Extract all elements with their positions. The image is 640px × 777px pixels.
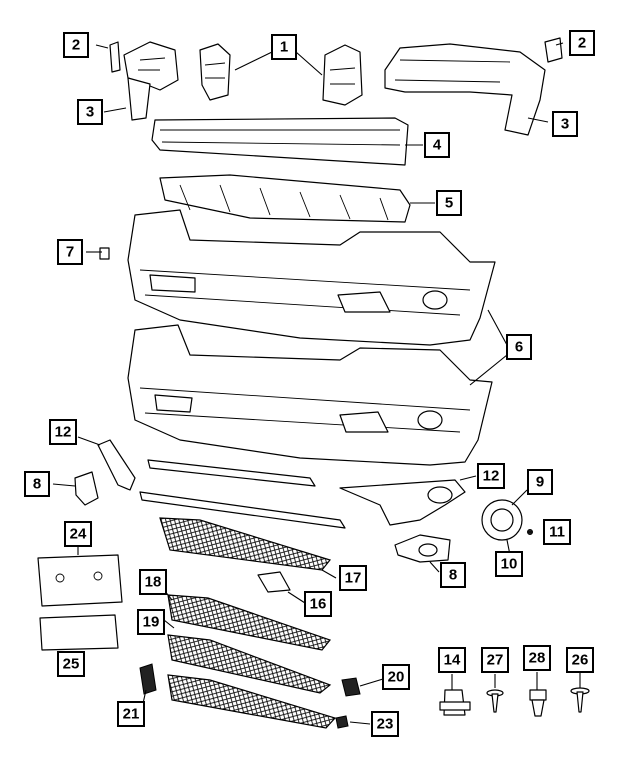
callout-6: 6 bbox=[506, 334, 532, 360]
callout-7-label: 7 bbox=[66, 244, 74, 261]
reinforcement-beam bbox=[151, 117, 409, 166]
callout-3-left-label: 3 bbox=[86, 104, 94, 121]
callout-3-right: 3 bbox=[552, 111, 578, 137]
lower-grille-upper bbox=[159, 517, 332, 571]
callout-2-right: 2 bbox=[569, 30, 595, 56]
push-pin-fastener bbox=[439, 689, 471, 716]
callout-23: 23 bbox=[371, 711, 399, 737]
callout-12-left-label: 12 bbox=[55, 424, 72, 441]
lower-grille-middle bbox=[167, 594, 332, 651]
callout-16-label: 16 bbox=[310, 596, 327, 613]
clip-small bbox=[335, 715, 349, 729]
license-plate-bracket-lower bbox=[39, 614, 119, 651]
callout-26-label: 26 bbox=[572, 652, 589, 669]
callout-11-label: 11 bbox=[549, 524, 565, 541]
bezel-right bbox=[339, 479, 466, 526]
callout-2-left: 2 bbox=[63, 32, 89, 58]
screw-fastener-27 bbox=[486, 689, 504, 713]
upper-trim-strip bbox=[147, 459, 316, 487]
callout-27: 27 bbox=[481, 647, 509, 673]
callout-17-label: 17 bbox=[345, 570, 362, 587]
callout-12-left: 12 bbox=[49, 419, 77, 445]
fog-bezel-right bbox=[394, 534, 451, 563]
callout-20: 20 bbox=[382, 664, 410, 690]
callout-25: 25 bbox=[57, 651, 85, 677]
callout-9-label: 9 bbox=[536, 474, 544, 491]
callout-10: 10 bbox=[495, 551, 523, 577]
callout-18-label: 18 bbox=[145, 574, 162, 591]
callout-2-right-label: 2 bbox=[578, 35, 586, 52]
fog-lamp-bracket bbox=[481, 499, 523, 541]
callout-14-label: 14 bbox=[444, 652, 461, 669]
fog-bezel-small bbox=[257, 571, 291, 593]
callout-12-right: 12 bbox=[477, 463, 505, 489]
callout-20-label: 20 bbox=[388, 669, 405, 686]
callout-16: 16 bbox=[304, 591, 332, 617]
callout-18: 18 bbox=[139, 569, 167, 595]
screw-fastener-26 bbox=[570, 687, 590, 713]
callout-23-label: 23 bbox=[377, 716, 394, 733]
callout-12-right-label: 12 bbox=[483, 468, 500, 485]
lower-grille-lower bbox=[167, 634, 332, 694]
callout-5: 5 bbox=[436, 190, 462, 216]
callout-10-label: 10 bbox=[501, 556, 518, 573]
front-fascia-upper bbox=[99, 209, 496, 346]
callout-4-label: 4 bbox=[433, 137, 442, 154]
lower-grille-bottom bbox=[167, 674, 337, 729]
front-fascia-lower bbox=[127, 324, 493, 466]
tow-hook-cover-right bbox=[341, 677, 361, 697]
bracket-center-left bbox=[199, 43, 231, 101]
callout-9: 9 bbox=[527, 469, 553, 495]
callout-27-label: 27 bbox=[487, 652, 504, 669]
callout-6-label: 6 bbox=[515, 339, 523, 356]
bracket-set-left bbox=[109, 41, 179, 121]
callout-11: 11 bbox=[543, 519, 571, 545]
callout-28-label: 28 bbox=[529, 650, 546, 667]
callout-7: 7 bbox=[57, 239, 83, 265]
callout-24-label: 24 bbox=[70, 526, 87, 543]
license-bracket bbox=[37, 554, 123, 607]
callout-21-label: 21 bbox=[123, 706, 140, 723]
callout-4: 4 bbox=[424, 132, 450, 158]
callout-8-left: 8 bbox=[24, 471, 50, 497]
callout-1-label: 1 bbox=[280, 39, 288, 56]
callout-2-left-label: 2 bbox=[72, 37, 80, 54]
callout-28: 28 bbox=[523, 645, 551, 671]
callout-14: 14 bbox=[438, 647, 466, 673]
callout-25-label: 25 bbox=[63, 656, 80, 673]
fender-flare-right bbox=[384, 37, 563, 136]
callout-3-right-label: 3 bbox=[561, 116, 569, 133]
energy-absorber bbox=[159, 174, 411, 223]
callout-1: 1 bbox=[271, 34, 297, 60]
callout-26: 26 bbox=[566, 647, 594, 673]
fog-bezel-left bbox=[74, 471, 99, 506]
callout-24: 24 bbox=[64, 521, 92, 547]
callout-8-left-label: 8 bbox=[33, 476, 41, 493]
bracket-center-right bbox=[322, 44, 363, 106]
clip-fastener-28 bbox=[529, 689, 547, 717]
callout-8-right-label: 8 bbox=[449, 567, 457, 584]
callout-19: 19 bbox=[137, 609, 165, 635]
callout-5-label: 5 bbox=[445, 195, 453, 212]
callout-19-label: 19 bbox=[143, 614, 160, 631]
tow-hook-cover-left bbox=[139, 663, 157, 695]
callout-17: 17 bbox=[339, 565, 367, 591]
callout-21: 21 bbox=[117, 701, 145, 727]
callout-8-right: 8 bbox=[440, 562, 466, 588]
callout-3-left: 3 bbox=[77, 99, 103, 125]
bezel-left bbox=[97, 439, 136, 491]
lower-trim-strip bbox=[139, 491, 346, 529]
